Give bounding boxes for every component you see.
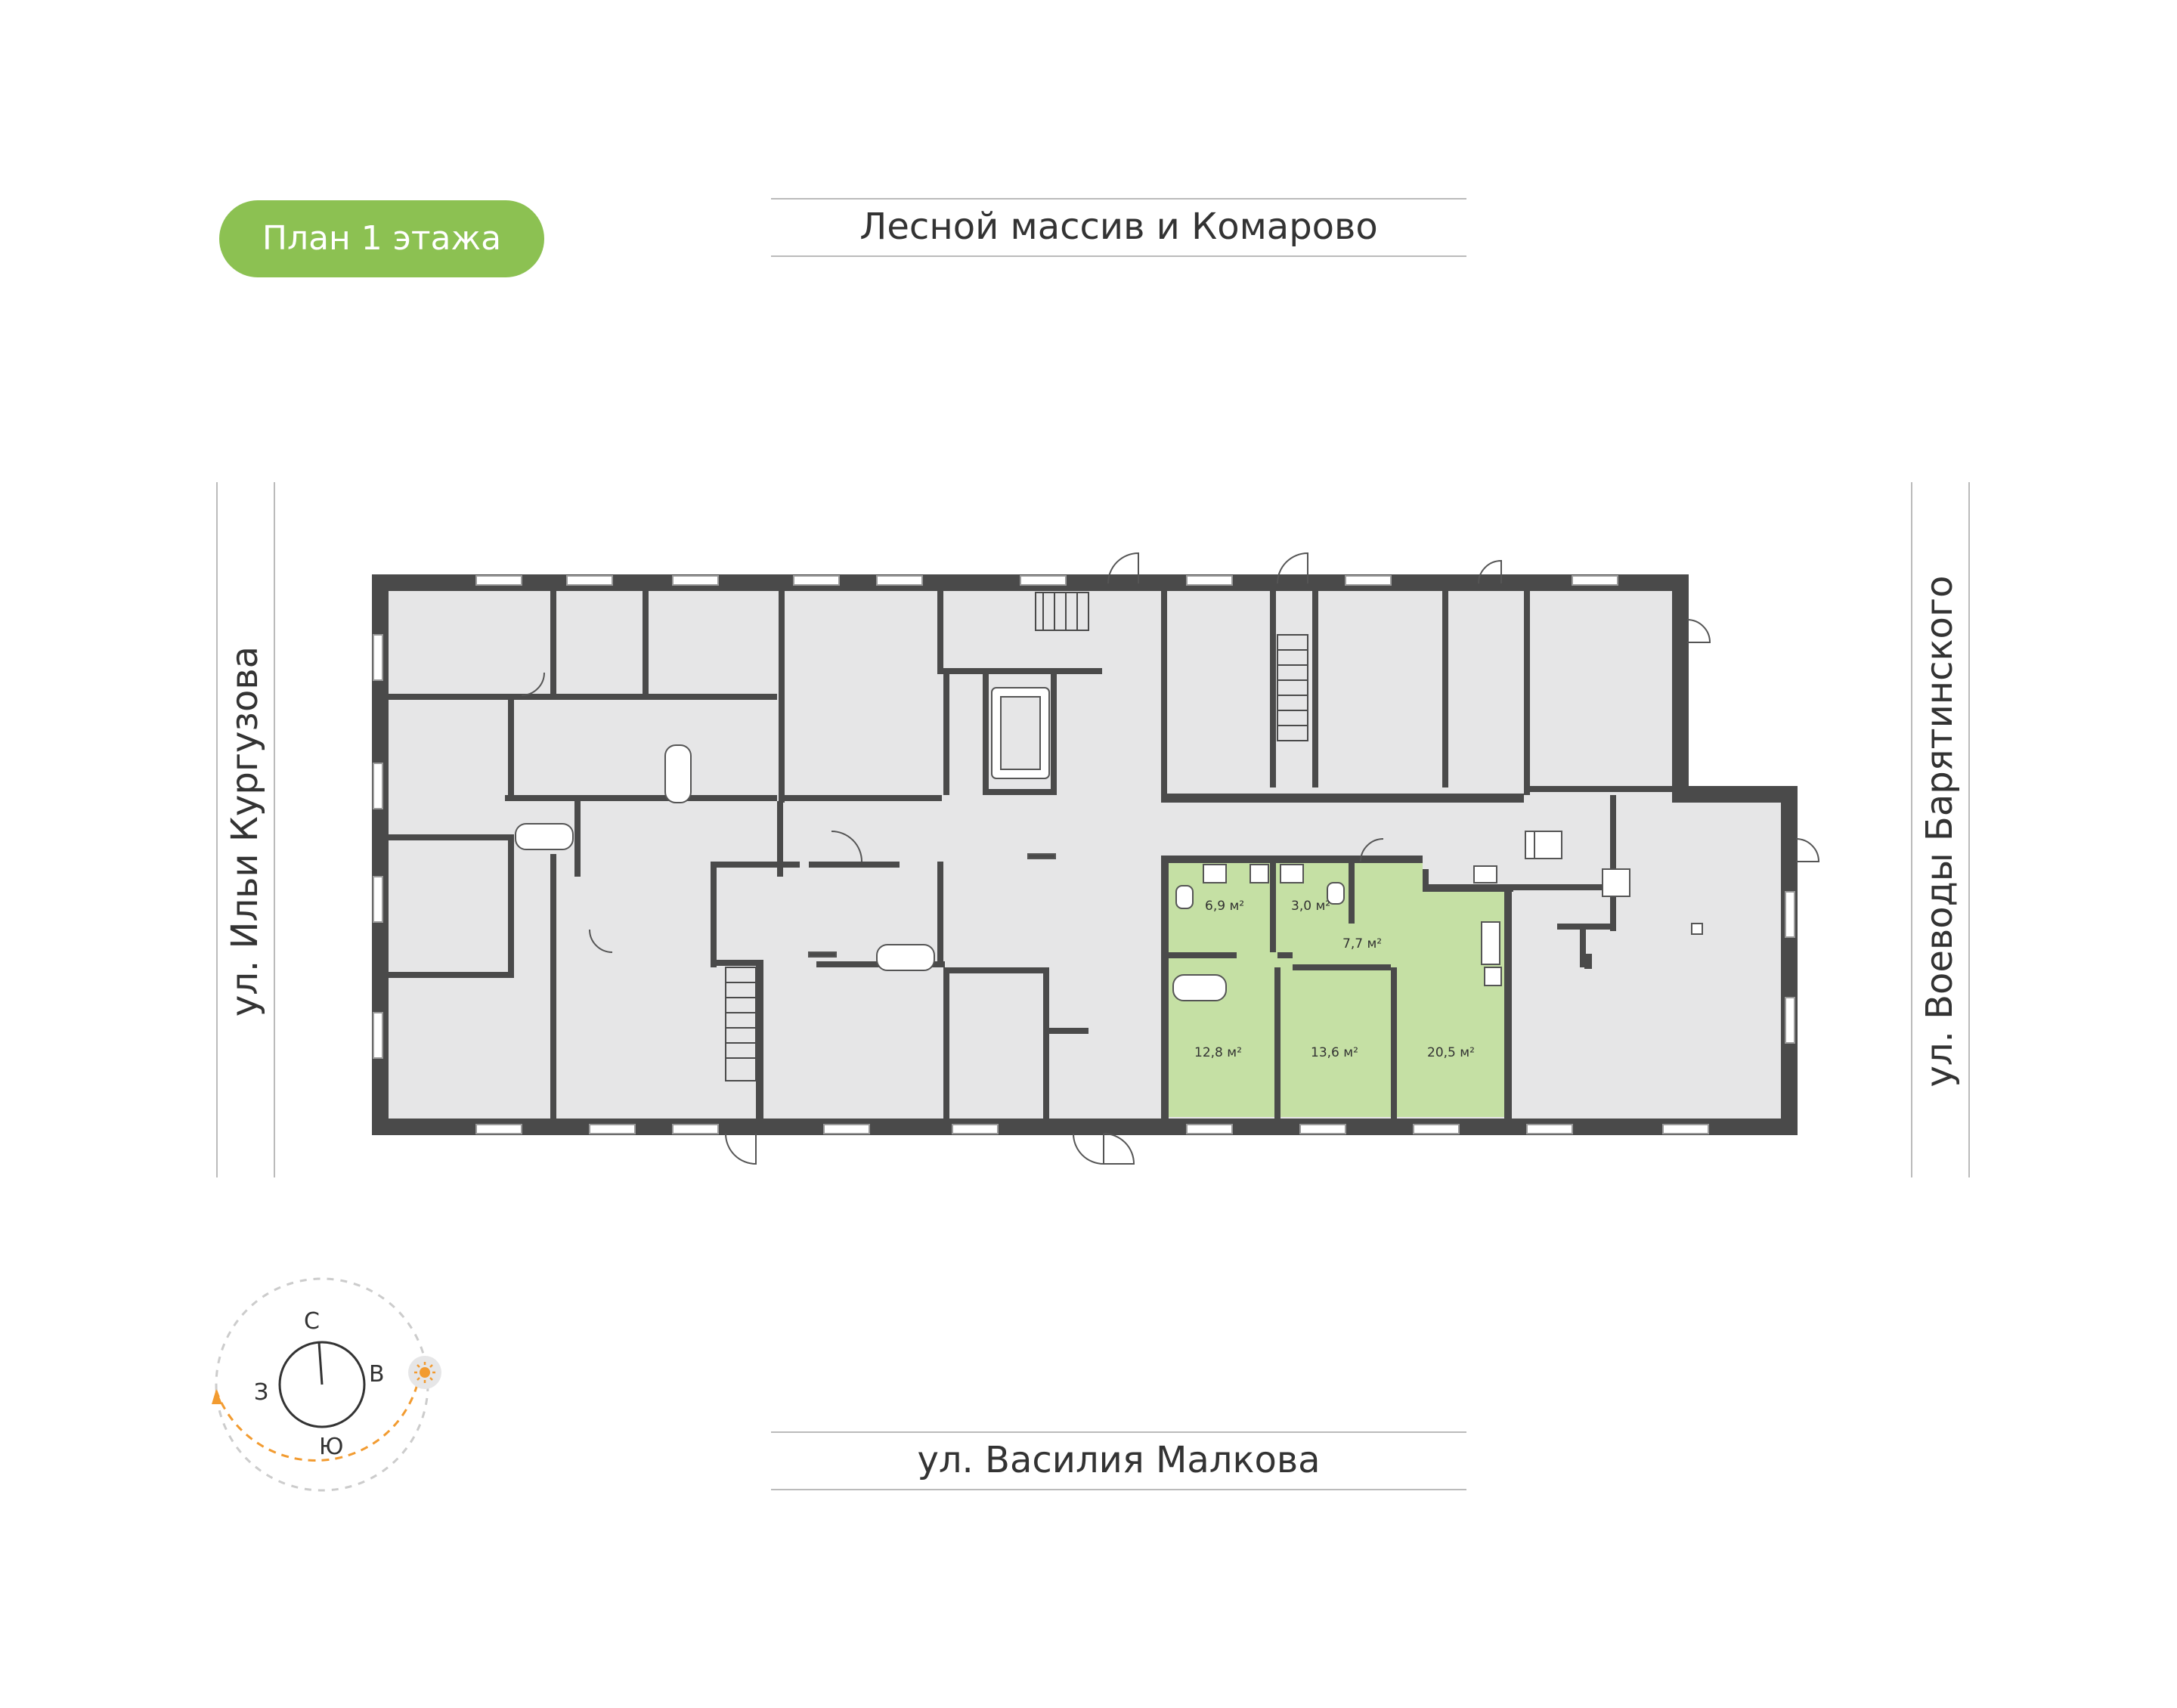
- sun-icon: [408, 1356, 441, 1389]
- stairs: [725, 592, 1308, 1081]
- east-street-line-left: [1911, 482, 1912, 1177]
- north-street-label: Лесной массив и Комарово: [859, 206, 1378, 248]
- compass-west-label: З: [254, 1379, 268, 1406]
- compass-needle: [317, 1341, 324, 1385]
- compass-east-label: В: [369, 1361, 385, 1388]
- west-street-line-left: [216, 482, 218, 1177]
- room-label-living-kitchen: 20,5 м²: [1427, 1045, 1475, 1060]
- south-street-line-bottom: [771, 1489, 1466, 1490]
- room-labels: 6,9 м² 3,0 м² 7,7 м² 12,8 м² 13,6 м² 20,…: [1194, 899, 1475, 1060]
- building-floor: [378, 583, 1790, 1134]
- room-label-bedroom-2: 13,6 м²: [1311, 1045, 1358, 1060]
- compass-north-label: С: [304, 1308, 320, 1335]
- south-street-label: ул. Василия Малкова: [917, 1439, 1321, 1481]
- south-street-line-top: [771, 1431, 1466, 1433]
- north-street-line-top: [771, 198, 1466, 200]
- sun-path-arrow: [212, 1389, 222, 1404]
- interior-walls: [389, 591, 1674, 1120]
- room-label-wc: 3,0 м²: [1291, 899, 1330, 914]
- windows: [373, 575, 1795, 1134]
- highlighted-apartment: [1167, 862, 1504, 1117]
- floor-plan-badge: План 1 этажа: [219, 200, 544, 277]
- north-street-line-bottom: [771, 255, 1466, 257]
- bathroom-fixtures: [515, 687, 1703, 1001]
- room-label-bedroom-1: 12,8 м²: [1194, 1045, 1242, 1060]
- east-street-line-right: [1968, 482, 1970, 1177]
- room-label-hall: 7,7 м²: [1342, 936, 1382, 951]
- door-swings: [521, 552, 1820, 1165]
- west-street-line-right: [274, 482, 275, 1177]
- compass-south-label: Ю: [319, 1434, 343, 1460]
- compass: С В Ю З: [212, 1277, 441, 1492]
- room-label-bathroom: 6,9 м²: [1205, 899, 1244, 914]
